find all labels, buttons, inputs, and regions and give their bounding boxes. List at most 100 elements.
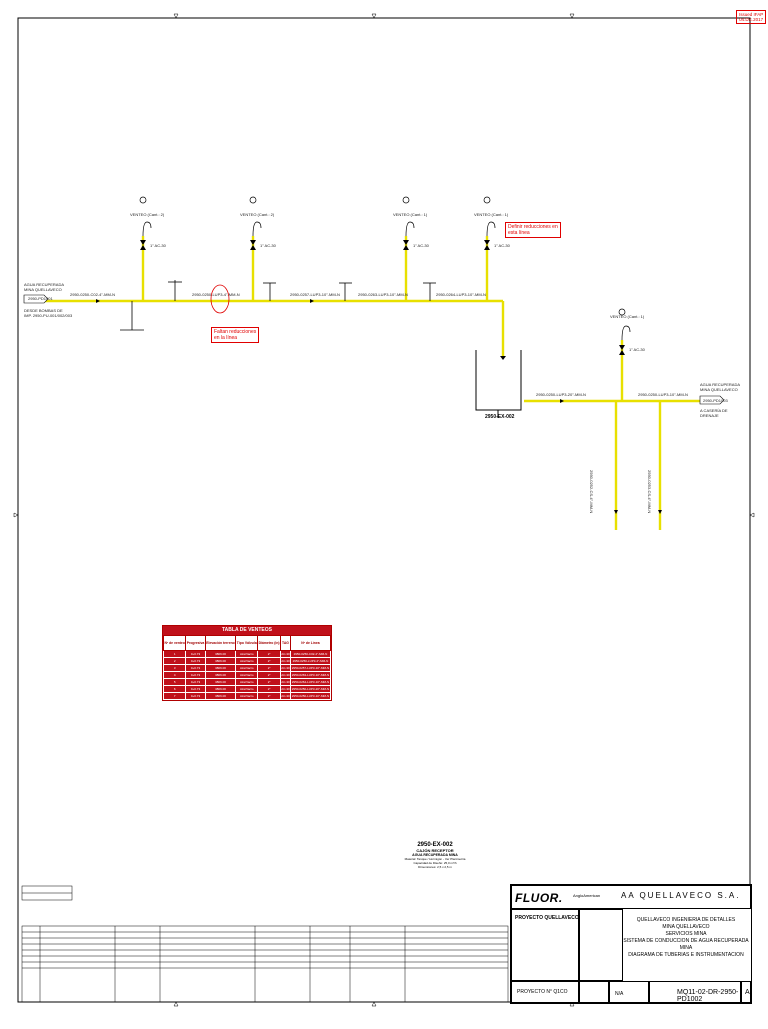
drawing-number: MQ11-02-DR-2950-PD1002	[677, 989, 739, 1003]
stamp-line-2: 04.Dic.2017	[739, 17, 764, 22]
vent-table-cell: 4	[162, 671, 187, 679]
col-diametro: Diámetro (in)	[257, 635, 281, 651]
vent-label-1: VENTEO (Cant.: 2)	[130, 212, 165, 217]
vent-table-cell: 6	[162, 685, 187, 693]
equipment-detail-l3: Dimensiones: 2,5 x 2,5 m	[418, 865, 452, 869]
col-vent-no: Nº de venteo	[162, 635, 187, 651]
dest-line-1: AGUA RECUPERADA	[700, 382, 741, 387]
vent-table-cell: Aire/Vacío	[235, 671, 259, 679]
equipment-detail-tag: 2950-EX-002	[417, 842, 453, 848]
revision-table-grid	[21, 885, 509, 1003]
vent-table-cell: 3806.00	[204, 657, 237, 665]
drawing-description: QUELLAVECO INGENIERIA DE DETALLES MINA Q…	[623, 917, 749, 959]
flow-arrows	[96, 299, 662, 514]
tb-header-row	[511, 885, 751, 909]
vent-table-grid: Nº de venteo Progresiva Elevación terren…	[162, 635, 332, 700]
issue-stamp: Issued IFAP 04.Dic.2017	[736, 10, 767, 24]
tb-dwgno-cell	[649, 981, 741, 1003]
vent-label-3: VENTEO (Cant.: 1)	[393, 212, 428, 217]
source-from-1: DESDE BOMBAS DE	[24, 308, 63, 313]
vent-table-cell: 1	[162, 650, 187, 658]
vent-table-cell: AC-30	[280, 678, 291, 686]
vent-size-5: 1" AC-30	[629, 347, 645, 352]
source-from-2: IMP. 2950-PU-001/002/003	[24, 313, 73, 318]
line-label-down-2: 2950-0253-CS-4"-MM-N	[647, 470, 652, 514]
vent-table-cell: 2950-0250-LUP3-10"-MM-N	[289, 692, 332, 700]
vent-table-cell: 3806.00	[204, 678, 237, 686]
vent-table-cell: AC-30	[280, 685, 291, 693]
pipe-supports	[120, 280, 436, 331]
offpage-connectors	[23, 294, 725, 405]
vent-table-cell: 0+0.73	[185, 657, 206, 665]
vent-size-1: 1" AC-30	[150, 243, 166, 248]
line-label-right-1: 2950-0250-LUP3-20"-MM-N	[536, 392, 586, 397]
vent-table-cell: 0+0.73	[185, 685, 206, 693]
vent-table-cell: 2"	[257, 692, 281, 700]
source-line-1: AGUA RECUPERADA	[24, 282, 65, 287]
title-block: FLUOR. AngloAmerican AA QUELLAVECO S.A. …	[510, 884, 752, 1004]
desc-line-1: QUELLAVECO INGENIERIA DE DETALLES	[636, 917, 736, 923]
revision-cloud	[210, 284, 230, 314]
dest-ref[interactable]: 2950-PD1003	[703, 398, 728, 403]
tb-signature-cell	[579, 909, 623, 981]
equipment-detail-name: CAJÓN RECEPTOR	[416, 848, 454, 853]
vent-table: TABLA DE VENTEOS Nº de venteo Progresiva…	[162, 625, 332, 701]
vent-table-cell: Aire/Vacío	[235, 678, 259, 686]
line-label-main-1: 2950-0250-C02-4"-MM-N	[70, 292, 115, 297]
vent-table-cell: Aire/Vacío	[235, 664, 259, 672]
border-markers	[13, 13, 755, 1007]
source-ref[interactable]: 2950-PD1001	[28, 296, 53, 301]
line-label-main-2: 2950-0250-LUP3-4"-MM-N	[192, 292, 240, 297]
fluor-logo: FLUOR.	[515, 891, 563, 905]
tank-tag[interactable]: 2950-EX-002	[485, 414, 515, 420]
vent-table-cell: 5	[162, 678, 187, 686]
vent-table-cell: 2950-0250-LUP3-20"-MM-N	[289, 685, 332, 693]
red-note-define-reductions: Definir reducciones en esta línea	[505, 222, 561, 238]
tb-scale-cell	[609, 981, 649, 1003]
vent-size-3: 1" AC-30	[413, 243, 429, 248]
vent-hooks	[139, 196, 631, 341]
desc-line-5: DIAGRAMA DE TUBERIAS E INSTRUMENTACION	[628, 952, 744, 958]
vent-table-cell: 2950-0264-LUP3-10"-MM-N	[289, 678, 332, 686]
dest-line-2: MINA QUELLAVECO	[700, 387, 738, 392]
dest-to-2: DRENAJE	[700, 413, 719, 418]
tank-2950-ex-002	[475, 350, 522, 418]
project-number: PROYECTO N° Q1CO	[517, 989, 568, 995]
vent-table-cell: Aire/Vacío	[235, 685, 259, 693]
riser-valves	[140, 240, 625, 355]
vent-table-cell: AC-30	[280, 692, 291, 700]
col-line-no: Nº de Línea	[289, 635, 332, 651]
col-tipo-valvula: Tipo Válvula	[235, 635, 259, 651]
vent-table-cell: 2"	[257, 650, 281, 658]
scale-value: N/A	[615, 991, 624, 997]
line-label-main-4: 2950-0263-LUP3-10"-MM-N	[358, 292, 408, 297]
vent-label-5: VENTEO (Cant.: 1)	[610, 314, 645, 319]
tb-projno-cell	[511, 981, 579, 1003]
col-elevacion: Elevación terreno	[204, 635, 237, 651]
line-label-right-2: 2950-0250-LUP3-10"-MM-N	[638, 392, 688, 397]
vent-table-cell: AC-30	[280, 671, 291, 679]
vent-table-cell: 3	[162, 664, 187, 672]
vent-size-2: 1" AC-30	[260, 243, 276, 248]
tb-symbol-cell	[579, 981, 609, 1003]
vent-table-cell: AC-30	[280, 664, 291, 672]
vent-table-cell: 3806.00	[204, 664, 237, 672]
vent-table-cell: 2"	[257, 678, 281, 686]
equipment-detail-l1: Material: Tanque / Hormigón - Ver Planim…	[404, 857, 466, 861]
vent-table-cell: 2	[162, 657, 187, 665]
tb-project-cell	[511, 909, 579, 981]
vent-table-cell: 2"	[257, 664, 281, 672]
vent-table-cell: Aire/Vacío	[235, 650, 259, 658]
equipment-detail-l2: Capacidad de Diseño: 25,0 m³/h	[413, 861, 457, 865]
desc-line-4: SISTEMA DE CONDUCCION DE AGUA RECUPERADA…	[623, 938, 749, 951]
col-progresiva: Progresiva	[185, 635, 206, 651]
vent-label-2: VENTEO (Cant.: 2)	[240, 212, 275, 217]
desc-line-2: MINA QUELLAVECO	[662, 924, 710, 930]
